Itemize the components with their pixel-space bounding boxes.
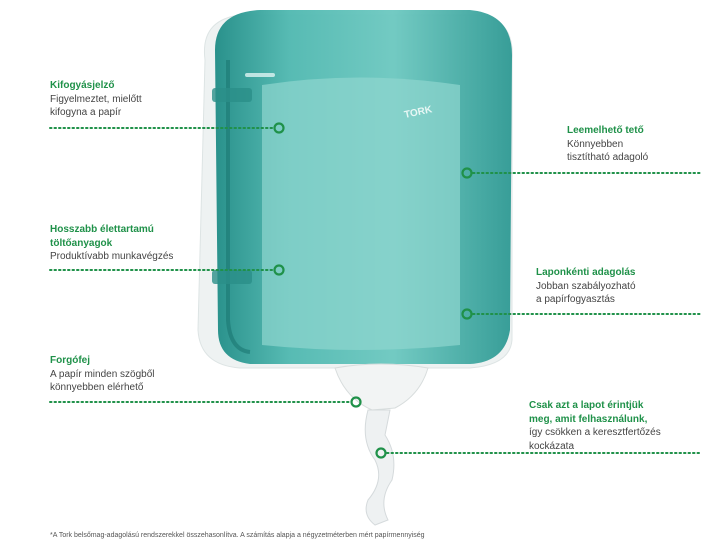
callout-title: töltőanyagok	[50, 237, 113, 249]
callout-body: Figyelmeztet, mielőtt	[50, 93, 142, 105]
callout-removable-lid: Leemelhető tető Könnyebben tisztítható a…	[567, 124, 648, 165]
callout-body: Könnyebben	[567, 138, 624, 150]
callout-rotating-nozzle: Forgófej A papír minden szögből könnyebb…	[50, 354, 155, 395]
callout-body: tisztítható adagoló	[567, 152, 649, 163]
callout-marker	[461, 308, 473, 320]
callout-marker	[273, 264, 285, 276]
callout-body: kifogyna a papír	[50, 107, 122, 118]
callout-body: könnyebben elérhető	[50, 382, 144, 393]
paper-roll	[262, 77, 460, 350]
callout-sheet-dispensing: Laponkénti adagolás Jobban szabályozható…	[536, 266, 636, 307]
paper-sheet	[364, 409, 395, 526]
callout-low-paper-indicator: Kifogyásjelző Figyelmeztet, mielőtt kifo…	[50, 79, 142, 120]
callout-title: Forgófej	[50, 355, 90, 366]
callout-marker	[350, 396, 362, 408]
callout-touch-only-sheet: Csak azt a lapot érintjük meg, amit felh…	[529, 399, 661, 453]
callout-title: Kifogyásjelző	[50, 80, 115, 91]
callout-title: Hosszabb élettartamú	[50, 224, 154, 235]
callout-body: Jobban szabályozható	[536, 280, 636, 292]
callout-body: Produktívabb munkavégzés	[50, 251, 174, 262]
callout-long-lasting-refills: Hosszabb élettartamú töltőanyagok Produk…	[50, 223, 173, 264]
side-latch	[212, 270, 252, 284]
callout-marker	[375, 447, 387, 459]
callout-body: így csökken a keresztfertőzés	[529, 427, 661, 438]
rotating-nozzle	[334, 363, 429, 411]
callout-marker	[273, 122, 285, 134]
callout-title: Leemelhető tető	[567, 125, 644, 136]
callout-body: a papírfogyasztás	[536, 294, 615, 305]
cover-edge	[226, 60, 251, 354]
highlight	[245, 73, 275, 77]
callout-marker	[461, 167, 473, 179]
callout-title: meg, amit felhasználunk,	[529, 413, 648, 425]
callout-body: kockázata	[529, 440, 575, 452]
footnote: *A Tork belsőmag-adagolású rendszerekkel…	[50, 532, 425, 539]
callout-title: Csak azt a lapot érintjük	[529, 400, 644, 411]
low-paper-indicator	[212, 88, 252, 102]
callout-body: A papír minden szögből	[50, 368, 155, 380]
callout-title: Laponkénti adagolás	[536, 267, 636, 278]
